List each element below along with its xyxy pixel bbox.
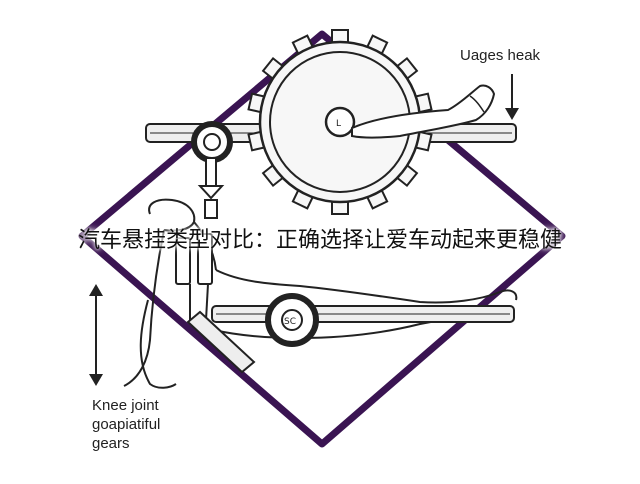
vertical-rod [197,157,225,219]
label-bottom-left: Knee joint goapiatiful gears [92,396,160,453]
double-arrow-icon [89,284,103,386]
headline-overlay: 汽车悬挂类型对比：正确选择让爱车动起来更稳健 [77,228,562,253]
top-gear-mark: L [336,119,341,129]
label-top-right: Uages heak [460,47,541,64]
diagonal-bar [186,310,256,374]
bottom-gear: SC [265,293,319,347]
top-leg-outline [351,84,496,139]
label-bottom-line2: goapiatiful [92,416,161,433]
diamond-frame [78,30,566,448]
down-arrow-icon [505,74,519,120]
harness [175,233,213,321]
label-bottom-line3: gears [92,435,130,452]
rail-clamp [191,121,233,163]
label-bottom-line1: Knee joint [92,397,159,414]
bottom-gear-mark: SC [284,317,296,327]
